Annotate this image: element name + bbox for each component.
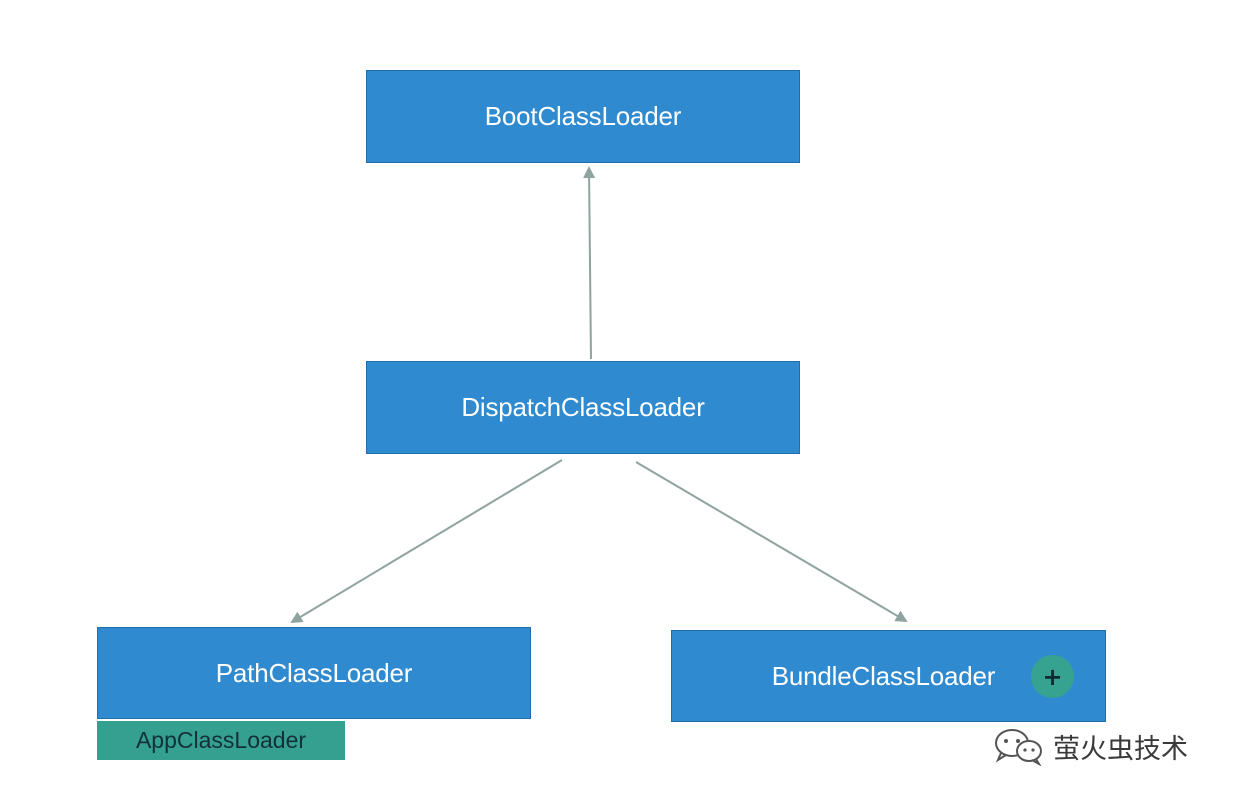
edge-dispatch-to-boot bbox=[583, 166, 596, 360]
node-boot-class-loader[interactable]: BootClassLoader bbox=[366, 70, 800, 163]
plus-icon: + bbox=[1042, 662, 1063, 691]
app-class-loader-tag: AppClassLoader bbox=[97, 721, 345, 760]
edge-dispatch-to-path bbox=[290, 459, 563, 624]
node-label: PathClassLoader bbox=[215, 657, 413, 688]
node-label: DispatchClassLoader bbox=[461, 392, 705, 422]
node-label: BundleClassLoader bbox=[771, 660, 996, 691]
node-dispatch-class-loader[interactable]: DispatchClassLoader bbox=[366, 361, 800, 454]
node-path-class-loader[interactable]: PathClassLoader bbox=[97, 627, 531, 719]
edge-dispatch-to-bundle bbox=[635, 461, 908, 623]
node-bundle-class-loader[interactable]: BundleClassLoader + bbox=[671, 630, 1106, 722]
node-label: BootClassLoader bbox=[484, 101, 682, 131]
watermark: 萤火虫技术 bbox=[993, 726, 1188, 766]
add-button[interactable]: + bbox=[1031, 655, 1074, 698]
watermark-text: 萤火虫技术 bbox=[1053, 733, 1188, 765]
wechat-icon bbox=[995, 729, 1042, 766]
